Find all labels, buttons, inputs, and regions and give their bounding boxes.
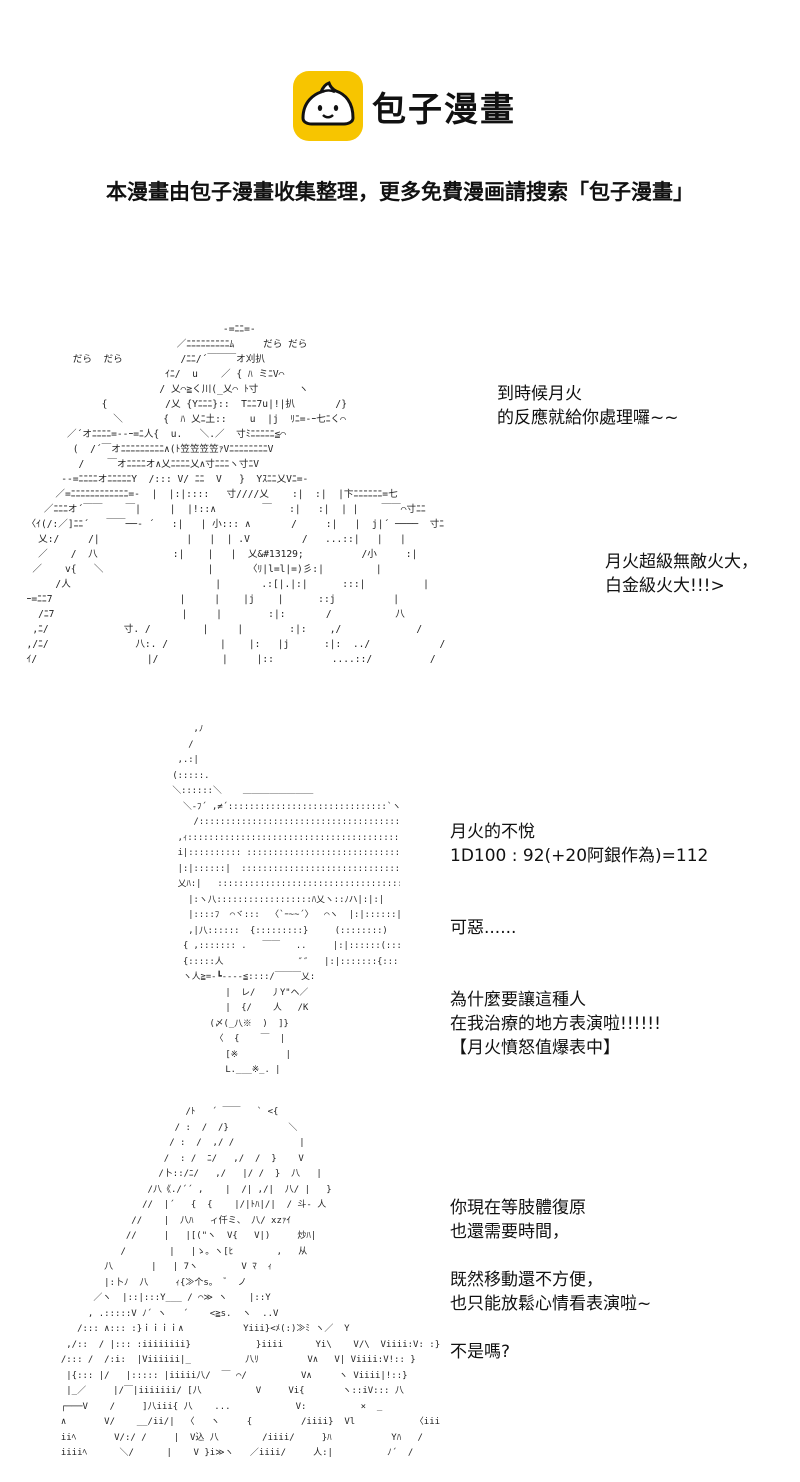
dialog-line: 可惡......	[450, 918, 517, 938]
ascii-art-panel-3: /ﾄ ´ ￣￣ ` <{ / : / /} ＼ / : / ,/ / | / :…	[60, 1107, 440, 1458]
dialog-line	[450, 892, 708, 916]
dialog-line	[450, 940, 708, 964]
ascii-art-panel-1: -=ﾆﾆ=- ／ﾆﾆﾆﾆﾆﾆﾆﾆﾆﾑ だら だら だら だら /ﾆﾆ/´￣￣￣オ…	[26, 324, 446, 665]
dialog-line: 也還需要時間，	[450, 1222, 569, 1242]
dialog-line: 的反應就給你處理囉~~	[497, 408, 679, 428]
dialog-line: 1D100 : 92(+20阿銀作為)=112	[450, 846, 709, 866]
dialog-line	[450, 868, 708, 892]
dialog-line: 月火的不悅	[450, 822, 535, 842]
dialog-panel-2: 月火的不悅 1D100 : 92(+20阿銀作為)=112 可惡...... 為…	[450, 820, 708, 1060]
source-notice: 本漫畫由包子漫畫收集整理，更多免費漫画請搜索「包子漫畫」	[106, 180, 694, 204]
dialog-panel-1: 到時候月火 的反應就給你處理囉~~	[497, 382, 679, 550]
dialog-line	[450, 1316, 651, 1340]
dialog-line: 在我治療的地方表演啦!!!!!!	[450, 1014, 661, 1034]
dialog-line	[497, 454, 679, 478]
dialog-line: 既然移動還不方便，	[450, 1270, 603, 1290]
dialog-line: 白金級火大!!!>	[605, 576, 725, 596]
dialog-line: 你現在等肢體復原	[450, 1198, 586, 1218]
dialog-panel-3: 你現在等肢體復原 也還需要時間， 既然移動還不方便， 也只能放鬆心情看表演啦~ …	[450, 1196, 651, 1364]
ascii-art-panel-2: ,ﾉ / ,.:| (:::::. ＼::::::＼ ＿＿＿＿＿＿＿＿ ＼‐ﾌ´…	[172, 724, 400, 1075]
dialog-line	[497, 478, 679, 502]
dialog-line	[450, 964, 708, 988]
bun-face-icon	[293, 71, 363, 141]
dialog-line	[497, 526, 679, 550]
dialog-panel-1b: 月火超級無敵火大， 白金級火大!!!>	[605, 550, 758, 598]
dialog-line	[450, 1244, 651, 1268]
dialog-line: 不是嗎?	[450, 1342, 511, 1362]
dialog-line: 也只能放鬆心情看表演啦~	[450, 1294, 652, 1314]
dialog-line: 月火超級無敵火大，	[605, 552, 758, 572]
dialog-line: 【月火憤怒值爆表中】	[450, 1038, 620, 1058]
dialog-line: 到時候月火	[497, 384, 582, 404]
dialog-line	[497, 502, 679, 526]
dialog-line	[497, 430, 679, 454]
brand-title: 包子漫畫	[372, 90, 516, 130]
dialog-line: 為什麼要讓這種人	[450, 990, 586, 1010]
